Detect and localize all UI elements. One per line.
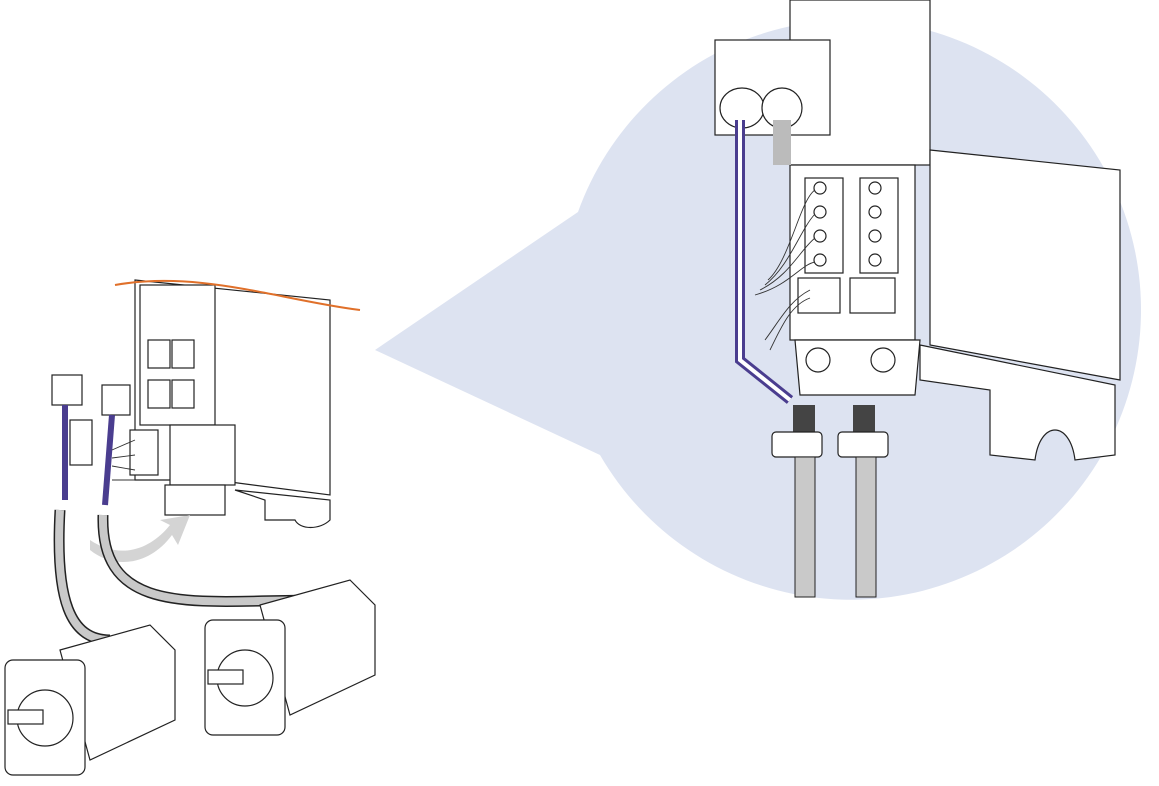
- servo-motor-2: [204, 579, 376, 736]
- terminal-block-1: [797, 177, 844, 314]
- insertion-arrow: [90, 515, 190, 562]
- zoomed-drive-detail: [714, 0, 1121, 598]
- servo-drive-overview: [114, 279, 361, 529]
- cut-line: [114, 279, 361, 311]
- servo-motor-1: [4, 624, 176, 776]
- terminal-block-2: [849, 177, 899, 314]
